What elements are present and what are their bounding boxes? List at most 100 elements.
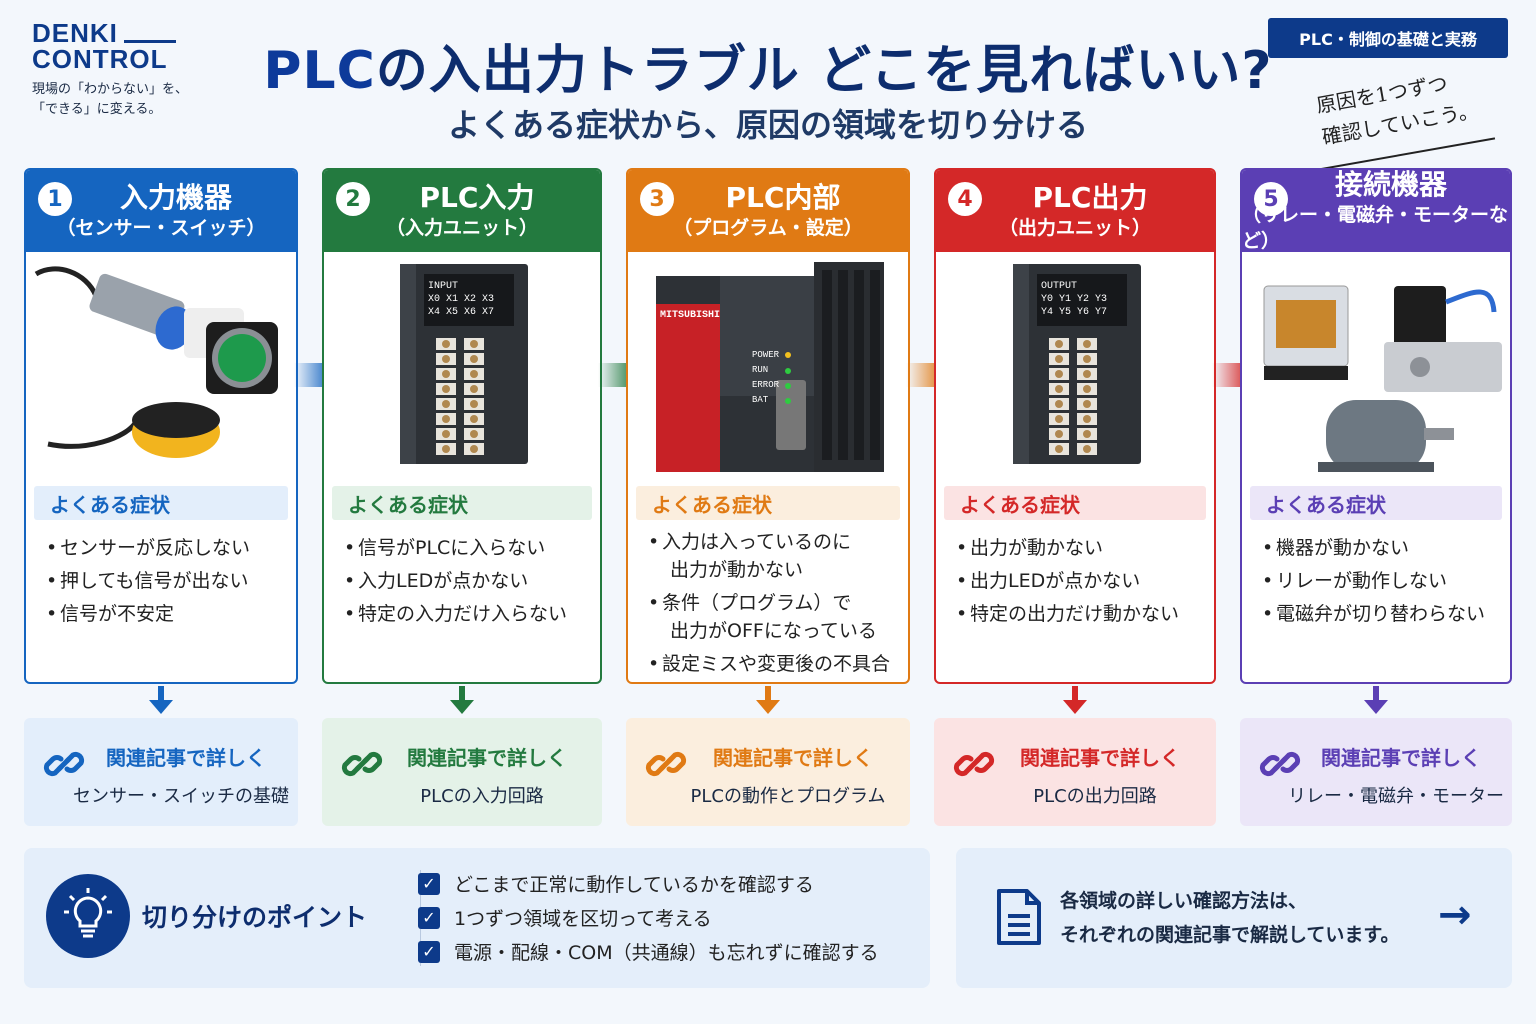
device-illustration bbox=[1242, 252, 1510, 486]
symptom-text: 信号が不安定 bbox=[60, 603, 175, 625]
symptom-item: •入力は入っているのに bbox=[648, 531, 852, 553]
chain-link-icon bbox=[953, 751, 995, 777]
symptom-text: 条件（プログラム）で bbox=[662, 592, 852, 614]
column-1: 1 入力機器 （センサー・スイッチ） よくある症状 •センサーが反応しない •押しても信号… bbox=[24, 168, 298, 684]
symptom-item: •出力LEDが点かない bbox=[956, 570, 1141, 592]
symptom-item: •押しても信号が出ない bbox=[46, 570, 249, 592]
brand-line1: DENKI bbox=[32, 18, 176, 48]
device-illustration bbox=[26, 252, 296, 486]
bulb-icon bbox=[46, 874, 130, 958]
info-line2: それぞれの関連記事で解説しています。 bbox=[1060, 924, 1400, 946]
symptom-text: 出力LEDが点かない bbox=[970, 570, 1141, 592]
symptom-text: 特定の入力だけ入らない bbox=[358, 603, 568, 625]
related-article-link-5[interactable]: 関連記事で詳しくリレー・電磁弁・モーター bbox=[1240, 718, 1512, 826]
link-subtitle: センサー・スイッチの基礎 bbox=[73, 786, 289, 807]
brand-logo: DENKI CONTROL 現場の「わからない」を、 「できる」に変える。 bbox=[32, 20, 188, 120]
symptom-item: •電磁弁が切り替わらない bbox=[1262, 603, 1486, 625]
step-number: 5 bbox=[1254, 182, 1288, 216]
symptom-item: •出力が動かない bbox=[956, 537, 1104, 559]
symptom-text: 特定の出力だけ動かない bbox=[970, 603, 1180, 625]
symptom-label: よくある症状 bbox=[944, 486, 1206, 520]
symptom-item: •条件（プログラム）で bbox=[648, 592, 852, 614]
symptom-text: 入力は入っているのに bbox=[662, 531, 852, 553]
arrow-down-icon bbox=[149, 686, 173, 716]
chain-link-icon bbox=[341, 751, 383, 777]
symptom-text: リレーが動作しない bbox=[1276, 570, 1448, 592]
column-title: PLC内部 bbox=[725, 181, 841, 214]
symptom-text: 入力LEDが点かない bbox=[358, 570, 529, 592]
column-subtitle: （リレー・電磁弁・モーターなど） bbox=[1242, 204, 1509, 252]
check-icon: ✓ bbox=[418, 940, 440, 963]
symptom-text: センサーが反応しない bbox=[60, 537, 251, 559]
column-title: 入力機器 bbox=[119, 181, 232, 214]
info-line1: 各領域の詳しい確認方法は、 bbox=[1060, 890, 1308, 912]
column-subtitle: （プログラム・設定） bbox=[673, 217, 863, 239]
related-article-link-2[interactable]: 関連記事で詳しく PLCの入力回路 bbox=[322, 718, 602, 826]
symptom-label: よくある症状 bbox=[332, 486, 592, 520]
page-title: PLCの入出力トラブル どこを見ればいい? bbox=[0, 28, 1536, 103]
symptom-item: 出力が動かない bbox=[648, 554, 908, 587]
brand-line2: CONTROL bbox=[32, 44, 168, 74]
tagline-line2: 「できる」に変える。 bbox=[32, 102, 162, 117]
title-prefix: PLC bbox=[263, 41, 376, 101]
point-item-1: ✓どこまで正常に動作しているかを確認する bbox=[418, 870, 814, 897]
arrow-down-icon bbox=[756, 686, 780, 716]
cpu-brand: MITSUBISHI bbox=[660, 310, 721, 321]
tagline-line1: 現場の「わからない」を、 bbox=[32, 82, 189, 97]
column-subtitle: （センサー・スイッチ） bbox=[56, 217, 266, 239]
column-title: 接続機器 bbox=[1334, 168, 1447, 201]
symptom-item: •機器が動かない bbox=[1262, 537, 1410, 559]
symptom-item: •リレーが動作しない bbox=[1262, 570, 1448, 592]
symptom-text: 機器が動かない bbox=[1276, 537, 1410, 559]
symptom-label: よくある症状 bbox=[34, 486, 288, 520]
chain-link-icon bbox=[645, 751, 687, 777]
sensor-switch-illustration bbox=[34, 266, 278, 458]
plc-cpu-illustration bbox=[656, 262, 884, 472]
column-5: 5 接続機器（リレー・電磁弁・モーターなど） よくある症状 •機器が動かない •リレーが… bbox=[1240, 168, 1512, 684]
document-icon bbox=[996, 888, 1042, 946]
page-subtitle: よくある症状から、原因の領域を切り分ける bbox=[447, 106, 1088, 144]
symptom-text: 出力が動かない bbox=[670, 559, 804, 581]
category-badge[interactable]: PLC・制御の基礎と実務 bbox=[1268, 18, 1508, 58]
symptom-list: •入力は入っているのに出力が動かない•条件（プログラム）で出力がOFFになってい… bbox=[628, 520, 908, 681]
related-article-link-1[interactable]: 関連記事で詳しくセンサー・スイッチの基礎 bbox=[24, 718, 298, 826]
symptom-label: よくある症状 bbox=[1250, 486, 1502, 520]
points-panel: 切り分けのポイント ✓どこまで正常に動作しているかを確認する ✓1つずつ領域を区… bbox=[24, 848, 930, 988]
title-rest: の入出力トラブル どこを見ればいい? bbox=[375, 41, 1273, 101]
arrow-down-icon bbox=[1063, 686, 1087, 716]
link-subtitle: PLCの入力回路 bbox=[420, 786, 544, 807]
step-number: 2 bbox=[336, 182, 370, 216]
symptom-label: よくある症状 bbox=[636, 486, 900, 520]
symptom-item: •特定の出力だけ動かない bbox=[956, 603, 1180, 625]
column-header: 1 入力機器 （センサー・スイッチ） bbox=[26, 170, 296, 252]
link-title: 関連記事で詳しく bbox=[407, 746, 567, 770]
points-title: 切り分けのポイント bbox=[142, 903, 368, 932]
arrow-right-icon[interactable]: → bbox=[1438, 892, 1472, 938]
symptom-item: •信号がPLCに入らない bbox=[344, 537, 546, 559]
point-text-1: どこまで正常に動作しているかを確認する bbox=[454, 874, 814, 896]
column-title: PLC入力 bbox=[419, 181, 535, 214]
symptom-item: •信号が不安定 bbox=[46, 603, 175, 625]
step-number: 1 bbox=[38, 182, 72, 216]
symptom-item: •センサーが反応しない bbox=[46, 537, 251, 559]
symptom-item: •入力LEDが点かない bbox=[344, 570, 529, 592]
relay-valve-motor-illustration bbox=[1263, 285, 1502, 472]
symptom-list: •出力が動かない •出力LEDが点かない •特定の出力だけ動かない bbox=[936, 520, 1214, 631]
brand-tagline: 現場の「わからない」を、 「できる」に変える。 bbox=[32, 80, 188, 120]
column-subtitle: （出力ユニット） bbox=[998, 217, 1151, 239]
info-panel[interactable]: 各領域の詳しい確認方法は、 それぞれの関連記事で解説しています。 → bbox=[956, 848, 1512, 988]
arrow-down-icon bbox=[1364, 686, 1388, 716]
